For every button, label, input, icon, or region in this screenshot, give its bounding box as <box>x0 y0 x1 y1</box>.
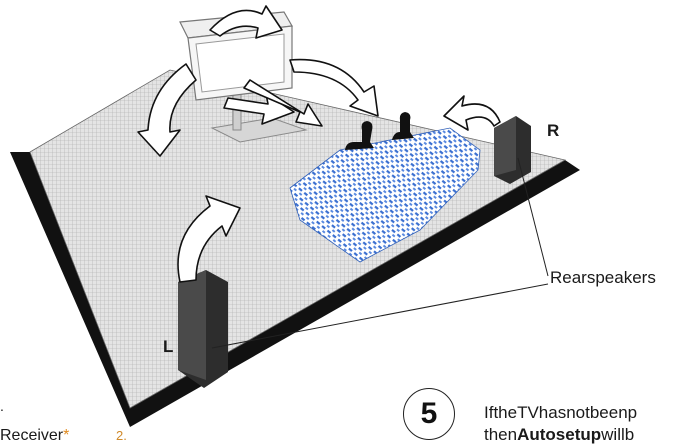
step-text-line-1: IftheTVhasnotbeenp <box>484 403 638 422</box>
step-two-fragment: 2. <box>116 428 127 443</box>
step-text-will: willb <box>601 425 635 444</box>
sound-arrows <box>137 5 501 283</box>
right-rear-speaker <box>494 116 531 184</box>
rear-speakers-callout <box>211 157 549 349</box>
sofa <box>289 127 481 263</box>
text-fragment-dot: . <box>0 398 4 414</box>
listener-icons <box>345 112 414 150</box>
left-rear-speaker <box>178 270 228 388</box>
arrow-top <box>209 5 283 39</box>
rear-speakers-label: Rearspeakers <box>550 268 656 287</box>
receiver-text-fragment: Receiver* <box>0 427 69 445</box>
arrow-rear-left <box>177 195 241 283</box>
arrow-left-down <box>137 63 197 157</box>
receiver-footnote-mark: * <box>63 427 70 444</box>
step-number-circle: 5 <box>403 388 455 440</box>
left-speaker-label: L <box>163 337 174 356</box>
arrow-center-b <box>243 79 323 127</box>
step-text-then: then <box>484 425 518 444</box>
right-speaker-label: R <box>547 121 560 140</box>
step-text-line-2: thenAutosetupwillb <box>484 425 634 445</box>
receiver-label: Receiver <box>0 427 64 444</box>
arrow-rear-right <box>443 95 501 131</box>
autosetup-keyword: Autosetup <box>517 425 602 444</box>
arrow-right <box>289 58 379 117</box>
